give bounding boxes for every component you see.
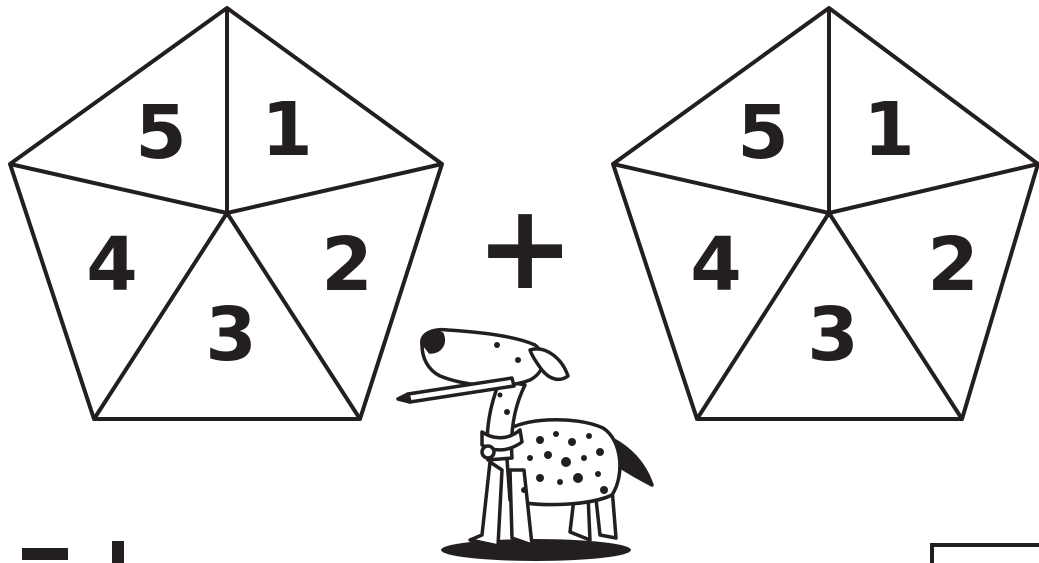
left-spinner-numbers: 5 1 2 3 4 [86, 87, 373, 378]
partial-heading [22, 541, 124, 563]
dalmatian-dog-with-pencil-icon [398, 330, 652, 561]
dog-eye [494, 342, 500, 348]
right-spinner-numbers: 5 1 2 3 4 [690, 87, 979, 378]
dog-collar-tag [482, 446, 494, 458]
partial-heading-letter [22, 548, 68, 560]
right-divider [613, 164, 829, 213]
dog-front-leg [470, 462, 502, 546]
left-section-number: 4 [86, 222, 138, 308]
right-section-number: 1 [863, 87, 915, 173]
right-section-number: 2 [927, 222, 979, 308]
left-section-number: 1 [261, 87, 313, 173]
left-divider [10, 164, 227, 213]
left-divider [227, 164, 442, 213]
right-divider [829, 164, 1038, 213]
right-section-number: 5 [737, 90, 789, 176]
partial-heading-letter [112, 541, 124, 563]
dog-shadow [441, 539, 631, 561]
dog-pencil-tip [398, 394, 410, 402]
answer-box [932, 545, 1039, 563]
right-section-number: 4 [690, 222, 742, 308]
right-section-number: 3 [807, 292, 859, 378]
plus-operator: + [476, 178, 575, 316]
left-section-number: 3 [205, 292, 257, 378]
left-section-number: 2 [321, 222, 373, 308]
left-section-number: 5 [135, 90, 187, 176]
